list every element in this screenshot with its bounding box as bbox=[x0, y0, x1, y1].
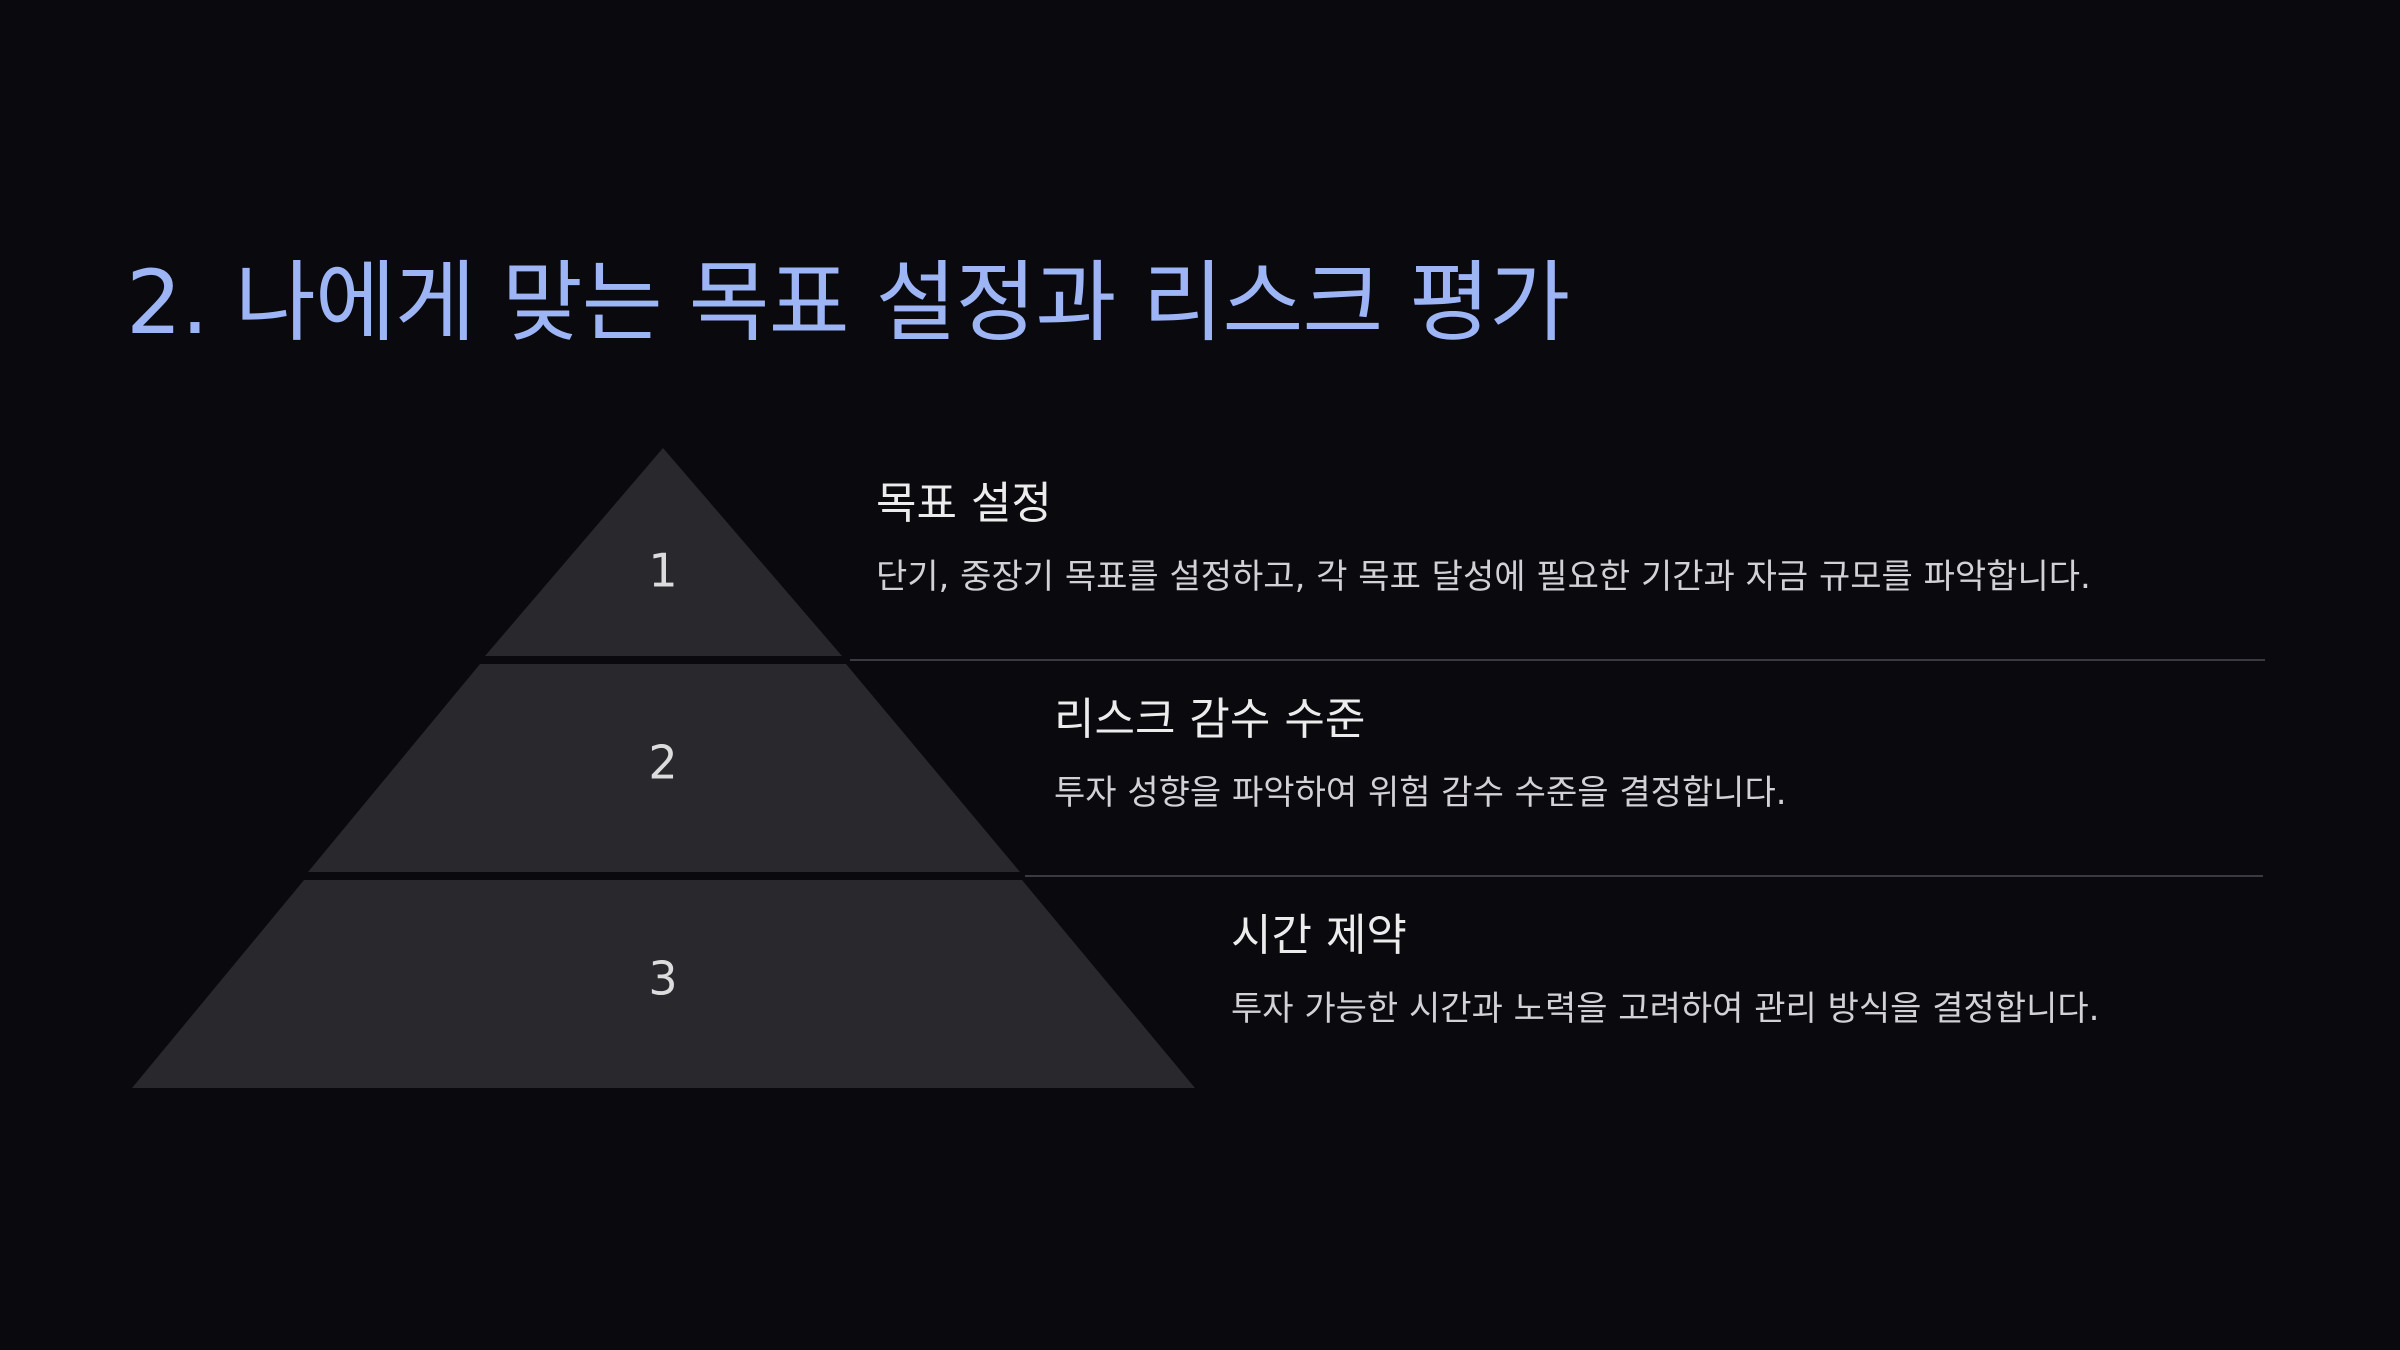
tier-3-item: 시간 제약 투자 가능한 시간과 노력을 고려하여 관리 방식을 결정합니다. bbox=[1231, 910, 2099, 1031]
tier-3-description: 투자 가능한 시간과 노력을 고려하여 관리 방식을 결정합니다. bbox=[1231, 988, 2100, 1029]
tier-2-description: 투자 성향을 파악하여 위험 감수 수준을 결정합니다. bbox=[1054, 772, 1787, 813]
tier-1-number: 1 bbox=[648, 544, 677, 598]
slide-title: 2. 나에게 맞는 목표 설정과 리스크 평가 bbox=[126, 251, 1570, 354]
pyramid-tier-2 bbox=[308, 664, 1020, 872]
tier-1-item: 목표 설정 단기, 중장기 목표를 설정하고, 각 목표 달성에 필요한 기간과… bbox=[876, 478, 2091, 599]
divider-1 bbox=[850, 659, 2265, 661]
tier-1-heading: 목표 설정 bbox=[876, 478, 1052, 529]
pyramid-tier-1 bbox=[485, 448, 842, 656]
tier-3-number: 3 bbox=[648, 952, 677, 1006]
tier-2-item: 리스크 감수 수준 투자 성향을 파악하여 위험 감수 수준을 결정합니다. bbox=[1054, 694, 1787, 815]
tier-1-description: 단기, 중장기 목표를 설정하고, 각 목표 달성에 필요한 기간과 자금 규모… bbox=[876, 556, 2091, 597]
pyramid-tier-3 bbox=[132, 880, 1195, 1088]
divider-2 bbox=[1025, 875, 2263, 877]
tier-2-heading: 리스크 감수 수준 bbox=[1054, 694, 1366, 745]
tier-3-heading: 시간 제약 bbox=[1231, 910, 1407, 961]
tier-2-number: 2 bbox=[648, 736, 677, 790]
